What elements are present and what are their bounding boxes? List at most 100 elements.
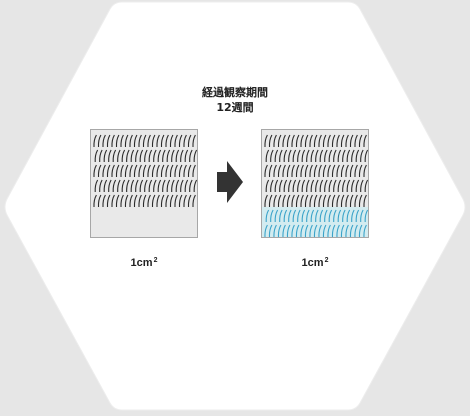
hair-strand <box>189 149 193 163</box>
new-hair-strand <box>274 209 279 223</box>
hair-strand <box>175 149 180 163</box>
new-hair-strand <box>282 224 286 237</box>
hair-strand <box>120 134 124 148</box>
hair-strand <box>133 194 138 208</box>
hair-strand <box>102 194 106 208</box>
hair-strand <box>93 194 97 208</box>
hair-strand <box>306 179 310 193</box>
hair-strand <box>358 134 363 148</box>
new-hair-strand <box>297 209 301 223</box>
hair-strand <box>295 134 300 148</box>
hair-strand <box>295 164 300 178</box>
hair-strand <box>333 179 337 193</box>
hair-strand <box>106 134 111 148</box>
hair-strand <box>291 164 295 178</box>
hair-strand <box>336 194 340 208</box>
new-hair-strand <box>337 209 342 223</box>
hair-strand <box>297 149 301 163</box>
hair-strand <box>279 179 283 193</box>
hair-strand <box>108 179 112 193</box>
new-hair-strand <box>363 224 367 237</box>
new-hair-strand <box>286 224 291 237</box>
hair-strand <box>342 149 346 163</box>
hair-strand <box>318 194 322 208</box>
hair-strand <box>324 179 328 193</box>
new-hair-strand <box>315 209 319 223</box>
after-hair-panel <box>261 129 369 238</box>
before-area-label: 1cm2 <box>90 257 198 269</box>
hair-strand <box>120 164 124 178</box>
hair-strand <box>286 134 291 148</box>
hair-strand <box>364 149 368 163</box>
before-hair-illustration <box>93 134 197 208</box>
hair-strand <box>94 179 99 193</box>
hair-strand <box>345 194 349 208</box>
before-area-unit: 1cm <box>130 257 153 269</box>
right-arrow-icon <box>217 161 243 203</box>
new-hair-strand <box>268 224 273 237</box>
after-area-label: 1cm2 <box>261 257 369 269</box>
hair-strand <box>360 179 364 193</box>
hair-strand <box>273 134 277 148</box>
hair-strand <box>192 164 196 178</box>
hair-strand <box>117 149 121 163</box>
new-hair-strand <box>318 224 322 237</box>
new-hair-strand <box>291 224 295 237</box>
hair-strand <box>133 164 138 178</box>
hair-strand <box>315 179 319 193</box>
new-hair-strand <box>301 209 306 223</box>
hair-strand <box>180 179 184 193</box>
new-hair-strand <box>327 224 331 237</box>
new-hair-strand <box>360 209 364 223</box>
hair-strand <box>175 179 180 193</box>
hair-strand <box>156 164 160 178</box>
hair-strand <box>169 164 174 178</box>
hair-strand <box>301 179 306 193</box>
hair-strand <box>187 194 192 208</box>
hair-strand <box>153 179 157 193</box>
hair-strand <box>193 149 197 163</box>
hair-strand <box>193 179 197 193</box>
hair-strand <box>103 179 108 193</box>
new-hair-strand <box>351 209 355 223</box>
hair-strand <box>346 179 351 193</box>
hair-strand <box>121 149 126 163</box>
hair-strand <box>102 164 106 178</box>
hair-strand <box>363 194 367 208</box>
hair-strand <box>310 179 315 193</box>
hair-strand <box>111 194 115 208</box>
hair-strand <box>183 134 187 148</box>
hair-strand <box>286 164 291 178</box>
hair-strand <box>345 134 349 148</box>
hair-strand <box>286 194 291 208</box>
hair-strand <box>273 194 277 208</box>
hair-strand <box>364 179 368 193</box>
hair-strand <box>324 149 328 163</box>
hair-strand <box>274 179 279 193</box>
new-hair-strand <box>283 209 288 223</box>
hair-strand <box>363 164 367 178</box>
hair-strand <box>297 179 301 193</box>
hair-strand <box>274 149 279 163</box>
new-hair-strand <box>358 224 363 237</box>
hair-strand <box>331 164 336 178</box>
new-hair-strand <box>292 209 297 223</box>
new-hair-strand <box>355 209 360 223</box>
hair-strand <box>292 179 297 193</box>
hair-strand <box>138 134 142 148</box>
hair-strand <box>327 194 331 208</box>
new-hair-strand <box>273 224 277 237</box>
hair-strand <box>333 149 337 163</box>
hair-strand <box>184 149 189 163</box>
hair-strand <box>277 194 282 208</box>
hair-strand <box>120 194 124 208</box>
new-hair-strand <box>319 209 324 223</box>
hair-strand <box>106 194 111 208</box>
hair-strand <box>183 164 187 178</box>
hair-strand <box>139 149 144 163</box>
hair-strand <box>135 149 139 163</box>
hair-strand <box>169 194 174 208</box>
hair-strand <box>336 134 340 148</box>
